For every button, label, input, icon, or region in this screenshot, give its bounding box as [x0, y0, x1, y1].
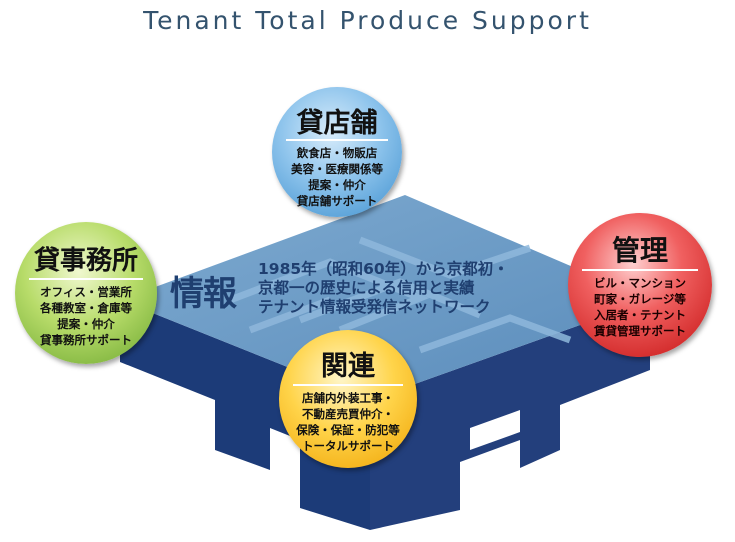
related-heading: 関連 — [321, 351, 375, 382]
shop-line: 飲食店・物販店 — [296, 146, 378, 160]
management-heading: 管理 — [611, 234, 668, 267]
platform-top — [120, 195, 650, 400]
related-line: 不動産売買仲介・ — [302, 407, 394, 421]
info-label: 情報 — [170, 274, 237, 314]
office-line: 提案・仲介 — [57, 317, 115, 331]
management-line: ビル・マンション — [594, 276, 686, 290]
info-text: 1985年（昭和60年）から京都初・ 京都一の歴史による信用と実績 テナント情報… — [258, 260, 558, 317]
office-heading: 貸事務所 — [33, 246, 138, 276]
shop-heading: 貸店舗 — [296, 108, 378, 139]
management-circle: 管理 ビル・マンション 町家・ガレージ等 入居者・テナント 賃貸管理サポート — [568, 213, 712, 357]
shop-circle: 貸店舗 飲食店・物販店 美容・医療関係等 提案・仲介 貸店舗サポート — [272, 87, 402, 217]
shop-line: 提案・仲介 — [308, 178, 366, 192]
management-line: 町家・ガレージ等 — [594, 292, 686, 306]
info-line: 1985年（昭和60年）から京都初・ — [258, 260, 509, 278]
office-line: 各種教室・倉庫等 — [40, 301, 132, 315]
page-title: Tenant Total Produce Support — [143, 6, 592, 35]
platform-left-side — [120, 300, 370, 530]
related-line: 保険・保証・防犯等 — [296, 423, 400, 437]
related-line: 店舗内外装工事・ — [302, 391, 394, 405]
info-line: 京都一の歴史による信用と実績 — [258, 279, 475, 297]
related-line: トータルサポート — [302, 439, 394, 453]
info-line: テナント情報受発信ネットワーク — [258, 298, 491, 316]
management-line: 賃貸管理サポート — [594, 324, 686, 338]
office-circle: 貸事務所 オフィス・営業所 各種教室・倉庫等 提案・仲介 貸事務所サポート — [15, 222, 157, 364]
shop-line: 貸店舗サポート — [296, 194, 378, 208]
management-line: 入居者・テナント — [594, 308, 686, 322]
office-line: 貸事務所サポート — [40, 333, 132, 347]
shop-line: 美容・医療関係等 — [291, 162, 383, 176]
related-circle: 関連 店舗内外装工事・ 不動産売買仲介・ 保険・保証・防犯等 トータルサポート — [279, 330, 417, 468]
office-line: オフィス・営業所 — [40, 285, 132, 299]
